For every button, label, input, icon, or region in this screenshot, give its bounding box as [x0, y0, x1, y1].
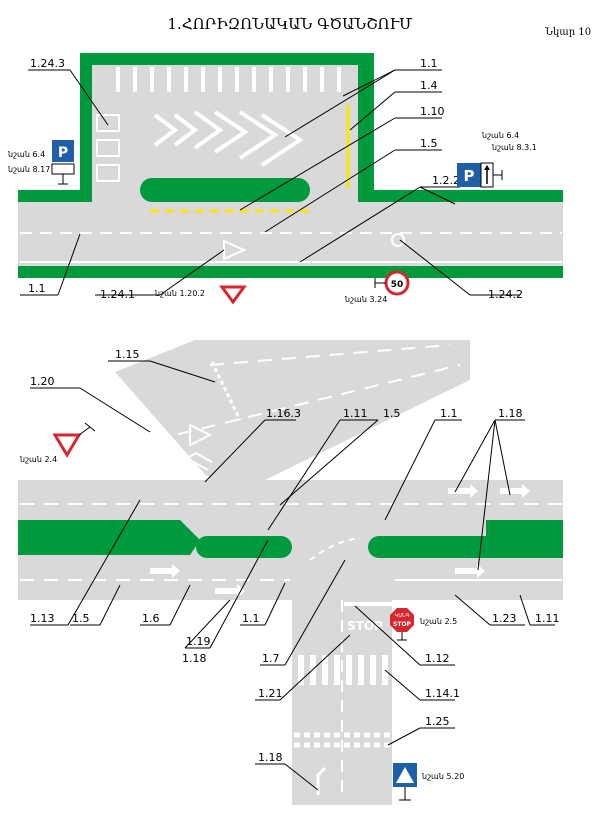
stop-road-marking: STOP: [347, 619, 383, 633]
label-1-1-b: 1.1: [242, 612, 260, 625]
label-1-13: 1.13: [30, 612, 55, 625]
parking-sign-right: [457, 163, 481, 187]
speed-limit-value: 50: [391, 280, 404, 290]
warning-sign-1-20-2: [219, 285, 247, 305]
parking-island: [140, 178, 310, 202]
label-1-5-a: 1.5: [383, 407, 401, 420]
label-1-25: 1.25: [425, 715, 450, 728]
angled-parking: [153, 110, 304, 167]
cycle-crossing-1-15: [210, 361, 242, 421]
diagonal-road: [115, 340, 470, 480]
bottom-diagram: STOP: [18, 340, 563, 805]
sign-8-3-1-label: նշան 8.3.1: [491, 143, 537, 152]
lane-arrows: [150, 484, 530, 598]
figure-label: Նկար 10: [544, 27, 591, 38]
stop-sign-2-5: [390, 608, 414, 632]
label-1-5: 1.5: [420, 137, 438, 150]
label-1-16-3: 1.16.3: [266, 407, 301, 420]
stop-sign-en-text: STOP: [393, 621, 412, 628]
green-island-right-b: [486, 520, 563, 558]
bottom-leaders: [30, 360, 555, 791]
sign-3-24-label: նշան 3.24: [344, 295, 387, 304]
label-1-4: 1.4: [420, 79, 438, 92]
turn-arrow-1-18: [316, 766, 327, 795]
label-1-24-3: 1.24.3: [30, 57, 65, 70]
label-1-12: 1.12: [425, 652, 450, 665]
label-1-19: 1.19: [186, 635, 211, 648]
parking-stripes: [116, 67, 341, 92]
stop-sign-arm-text: ԿԱՆԳ: [395, 613, 410, 619]
label-1-1-b: 1.1: [28, 282, 46, 295]
label-1-1-a: 1.1: [440, 407, 458, 420]
parking-letter-right: P: [464, 167, 475, 185]
green-island-left: [18, 520, 200, 555]
yield-sign-2-4: [52, 433, 82, 458]
disabled-parking-bays: [96, 114, 120, 182]
label-1-18-b: 1.18: [182, 652, 207, 665]
label-1-24-2: 1.24.2: [488, 288, 523, 301]
dashed-curve-1-7: [309, 537, 361, 561]
sign-6-4-right-label: նշան 6.4: [481, 131, 519, 140]
chevrons-1-16-3: [159, 451, 213, 479]
sign-1-20-2-label: նշան 1.20.2: [154, 289, 205, 298]
sign-8-17-label: նշան 8.17: [7, 165, 50, 174]
top-diagram: 1.24.3 1.1 1.4 1.10 1.5 1.2.2 1.1 1.24.1…: [7, 53, 563, 305]
label-1-15: 1.15: [115, 348, 140, 361]
label-1-11-a: 1.11: [343, 407, 368, 420]
label-1-5-b: 1.5: [72, 612, 90, 625]
label-1-1: 1.1: [420, 57, 438, 70]
label-1-14-1: 1.14.1: [425, 687, 460, 700]
label-1-2-2: 1.2.2: [432, 174, 460, 187]
label-1-18-a: 1.18: [498, 407, 523, 420]
label-1-21: 1.21: [258, 687, 283, 700]
sign-2-5-label: նշան 2.5: [419, 617, 457, 626]
label-1-10: 1.10: [420, 105, 445, 118]
yield-marking-1-20-b: [189, 423, 213, 447]
sign-2-4-label: նշան 2.4: [19, 455, 57, 464]
parking-sign-left: [52, 140, 74, 162]
speed-marking-1-24-2: [391, 233, 405, 247]
top-leaders: [20, 69, 520, 296]
label-1-18-c: 1.18: [258, 751, 283, 764]
parking-letter-left: P: [58, 145, 68, 161]
label-1-23: 1.23: [492, 612, 517, 625]
sign-5-20-label: նշան 5.20: [421, 772, 464, 781]
label-1-11-b: 1.11: [535, 612, 560, 625]
green-island-right-a: [368, 536, 508, 558]
sign-8-17-plate: [51, 163, 75, 175]
diagram-title: 1.ՀՈՐԻԶՈՆԱԿԱՆ ԳԾԱՆՇՈՒՄ: [168, 15, 414, 33]
arrow-up-icon: [484, 165, 490, 170]
label-1-24-1: 1.24.1: [100, 288, 135, 301]
sign-6-4-left-label: նշան 6.4: [7, 150, 45, 159]
label-1-20: 1.20: [30, 375, 55, 388]
yield-marking-1-20-a: [119, 423, 143, 447]
triangle-icon: [396, 767, 414, 783]
label-1-7: 1.7: [262, 652, 280, 665]
label-1-6: 1.6: [142, 612, 160, 625]
green-island-middle: [196, 536, 292, 558]
